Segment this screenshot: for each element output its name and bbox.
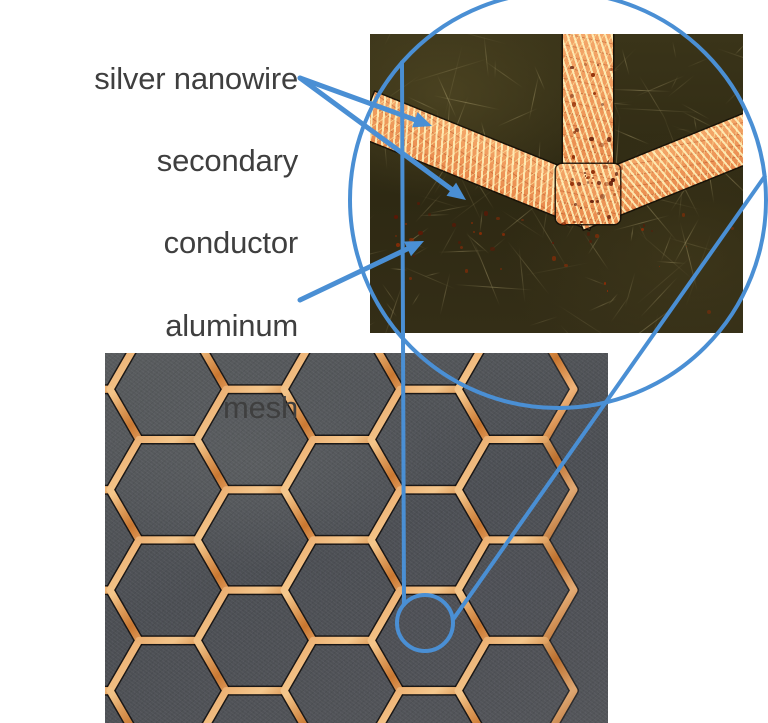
label-line-1: silver nanowire xyxy=(94,61,298,96)
label-aluminum-mesh: aluminum mesh xyxy=(10,264,298,469)
zoom-inset-micrograph xyxy=(370,34,743,333)
label-line-1: aluminum xyxy=(165,308,298,343)
label-line-2: secondary xyxy=(156,143,298,178)
label-silver-nanowire-secondary-conductor: silver nanowire secondary conductor xyxy=(10,17,298,304)
mesh-hexagon-grid xyxy=(105,353,579,723)
mesh-trace-vertical xyxy=(563,34,613,180)
label-line-3: conductor xyxy=(163,225,299,260)
label-line-2: mesh xyxy=(222,390,298,425)
